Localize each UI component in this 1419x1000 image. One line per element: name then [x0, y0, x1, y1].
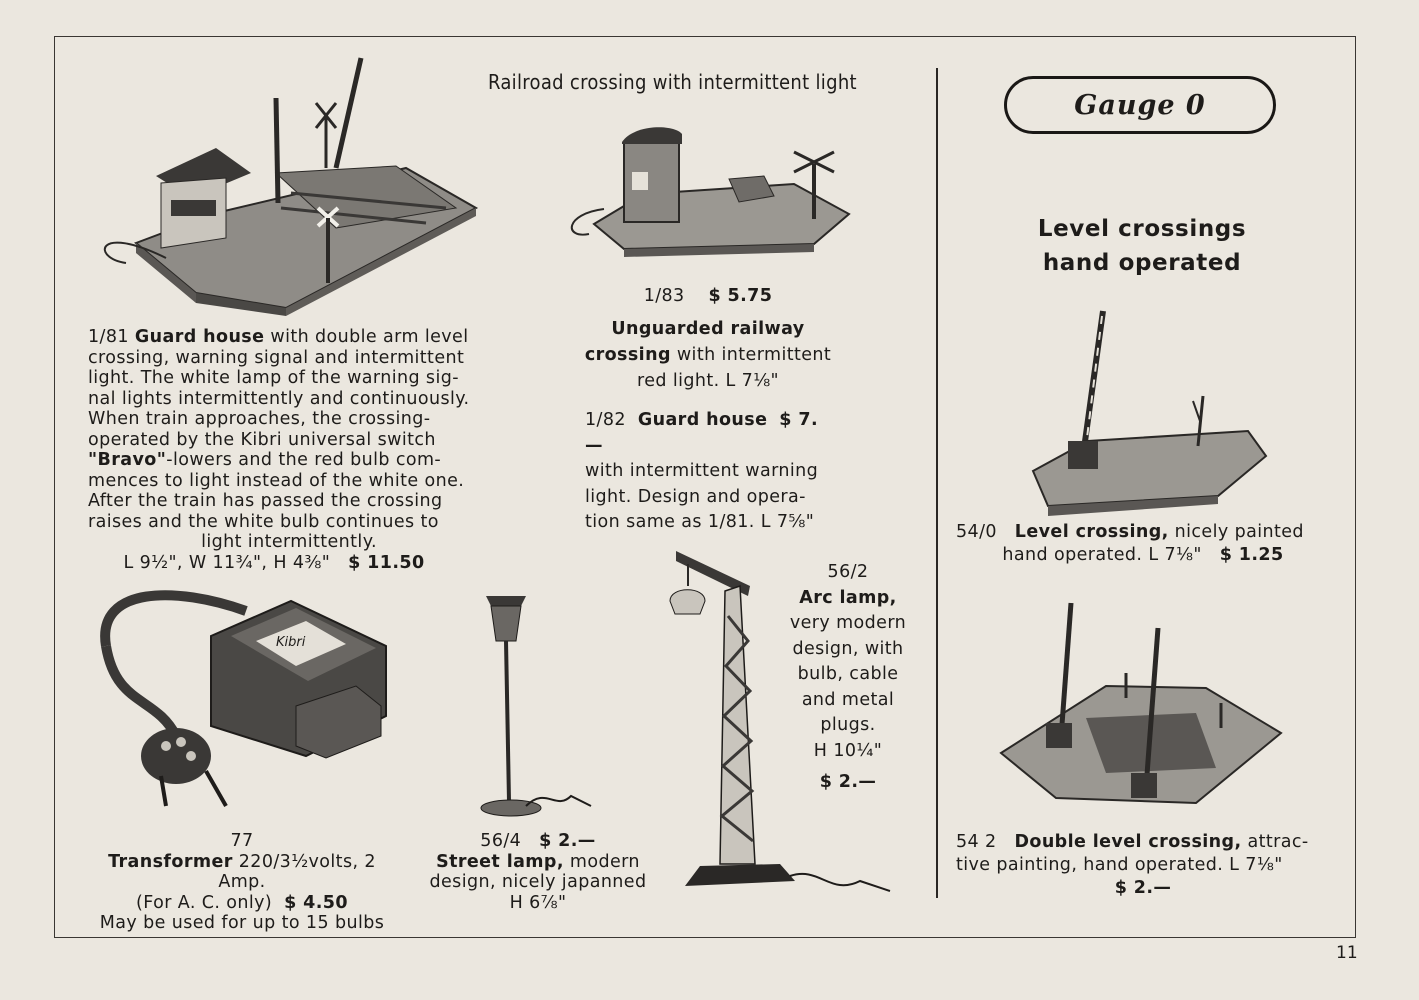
- gauge-label: Gauge 0: [1004, 76, 1276, 134]
- item-1-81-price: $ 11.50: [348, 552, 425, 573]
- level-crossings-heading: Level crossings hand operated: [1037, 216, 1247, 276]
- arc-lamp-image: [669, 551, 891, 892]
- item-56-4-name: Street lamp,: [436, 851, 564, 872]
- item-77-price: $ 4.50: [284, 892, 348, 913]
- item-54-2-price: $ 2.—: [1114, 878, 1172, 898]
- double-level-crossing-image: [999, 602, 1283, 805]
- item-54-0-price: $ 1.25: [1219, 545, 1284, 565]
- item-56-4-price: $ 2.—: [539, 831, 596, 851]
- column-divider: [936, 68, 938, 898]
- item-54-2-description: 54 2 Double level crossing, attrac- tive…: [956, 832, 1309, 898]
- street-lamp-image: [480, 596, 592, 817]
- page-border: [54, 36, 1356, 938]
- item-54-0-description: 54/0 Level crossing, nicely painted hand…: [956, 522, 1304, 565]
- item-56-2-name: Arc lamp,: [799, 587, 897, 608]
- level-crossing-image: [1031, 310, 1268, 516]
- item-1-81-description: 1/81 Guard house with double arm level c…: [88, 327, 470, 573]
- page-number: 11: [1336, 943, 1358, 963]
- item-56-2-price: $ 2.—: [819, 772, 877, 792]
- item-54-2-name: Double level crossing,: [1014, 832, 1242, 852]
- item-77-description: 77 Transformer 220/3½volts, 2 Amp. (For …: [99, 831, 385, 933]
- item-1-83-price: $ 5.75: [708, 286, 773, 306]
- item-1-82-description: 1/82 Guard house $ 7.— with intermittent…: [585, 410, 819, 532]
- unguarded-crossing-image: [570, 127, 851, 257]
- transformer-image: Kibri: [100, 590, 387, 807]
- item-54-0-name: Level crossing,: [1014, 522, 1169, 542]
- item-1-82-price: $ 7.—: [585, 410, 818, 456]
- item-1-81-name: Guard house: [134, 327, 265, 347]
- item-1-83-description: 1/83 $ 5.75 Unguarded railway crossing w…: [584, 286, 832, 391]
- item-56-2-description: 56/2 Arc lamp, very modern design, with …: [789, 562, 907, 792]
- item-56-4-description: 56/4 $ 2.— Street lamp, modern design, n…: [429, 831, 647, 913]
- page-header: Railroad crossing with intermittent ligh…: [488, 70, 857, 94]
- item-1-82-name: Guard house: [637, 410, 768, 430]
- guard-house-crossing-image: [103, 57, 479, 316]
- item-77-name: Transformer: [108, 851, 233, 872]
- brand-label: Kibri: [276, 635, 306, 650]
